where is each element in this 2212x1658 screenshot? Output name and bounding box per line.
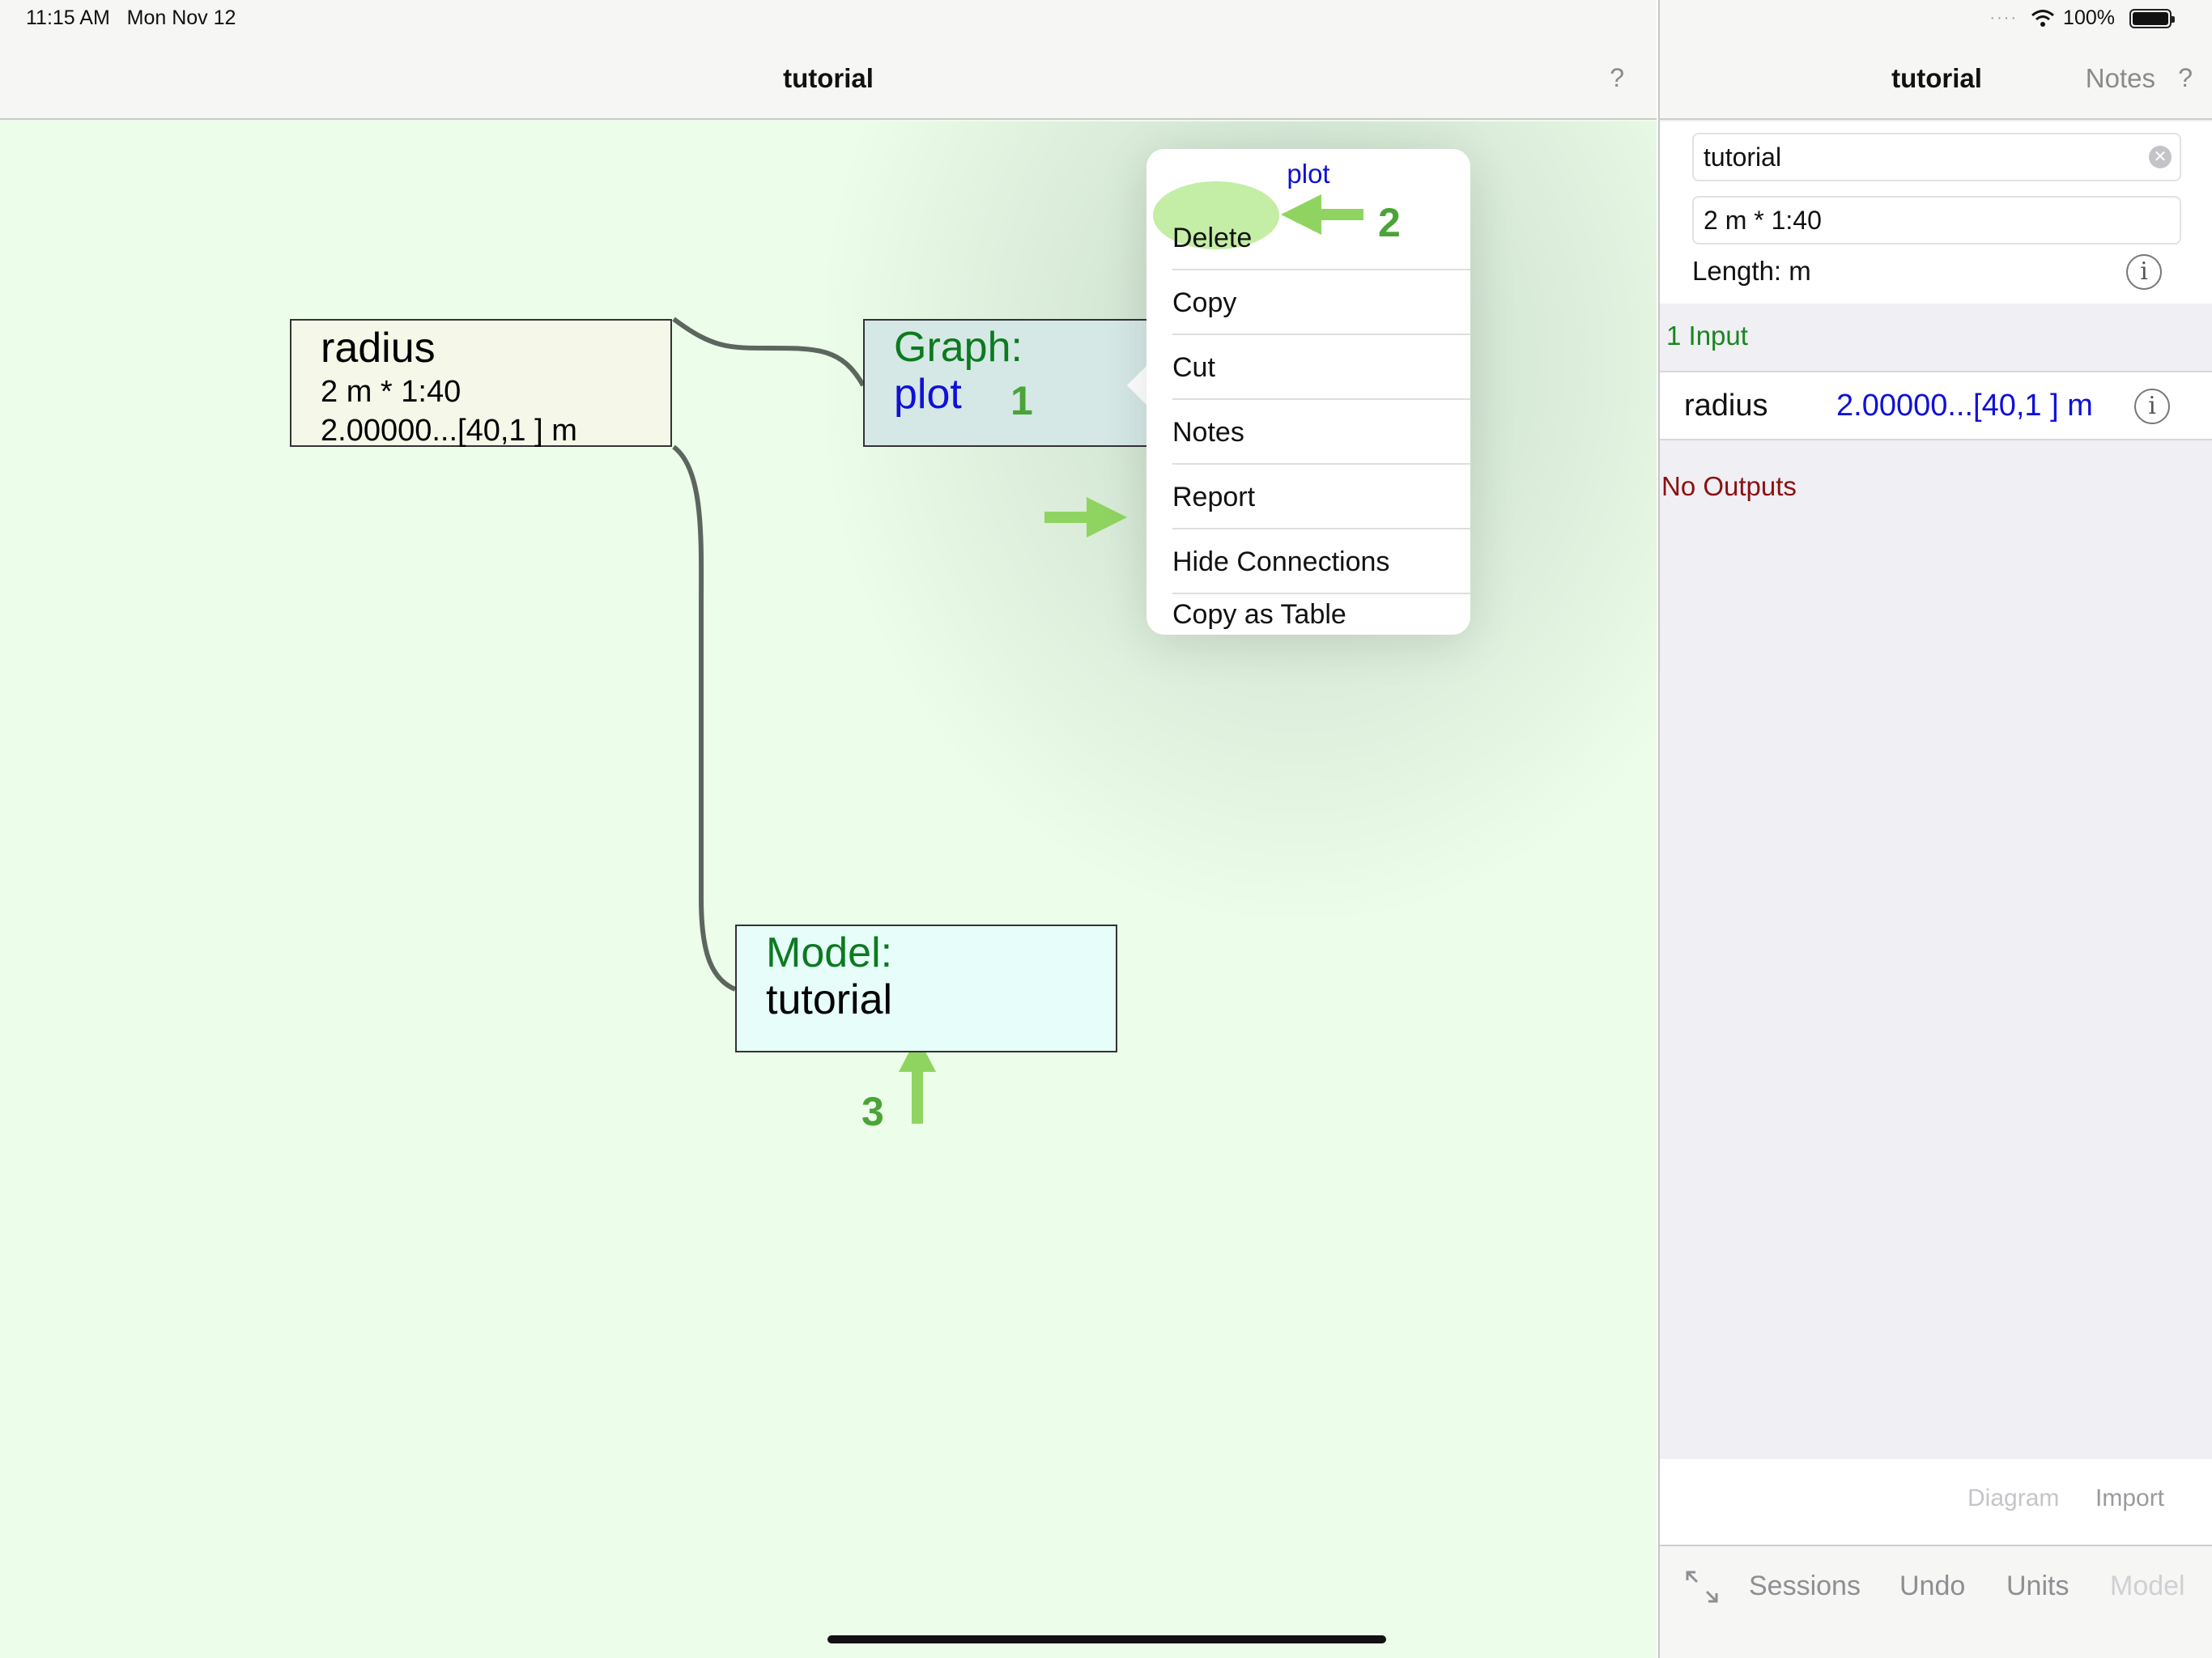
annotation-arrow-1 [1044,497,1127,538]
node-graph-plot[interactable]: Graph: plot [863,319,1155,447]
inspector-fields: tutorial ✕ 2 m * 1:40 Length: m i [1660,121,2212,304]
formula-field[interactable]: 2 m * 1:40 [1692,196,2181,244]
menu-item-cut[interactable]: Cut [1172,335,1470,400]
menu-item-report[interactable]: Report [1172,465,1470,529]
connections-layer [672,317,1127,1124]
info-icon[interactable]: i [2126,254,2162,290]
units-tab[interactable]: Units [2006,1571,2069,1601]
menu-item-copy-as-table[interactable]: Copy as Table [1172,599,1346,630]
inspector-help-button[interactable]: ? [2178,63,2193,92]
status-clock: 11:15 AM [26,6,110,29]
battery-icon [2129,8,2175,28]
signal-icon: ···· [1989,9,2018,27]
wifi-icon [2031,9,2055,27]
inputs-header: 1 Input [1666,321,1748,351]
inspector-nav-bar: tutorial Notes ? [1660,0,2212,120]
node-radius-name: radius [321,325,436,372]
popover-arrow [1127,364,1148,406]
connection-radius-graph [672,317,866,387]
status-time: 11:15 AM Mon Nov 12 [26,6,236,30]
formula-field-value: 2 m * 1:40 [1704,206,1822,235]
diagram-pane: tutorial ? radius 2 m * 1:40 2.00000...[… [0,0,1657,1658]
annotation-number-1: 1 [1010,378,1033,423]
no-outputs-label: No Outputs [1661,471,1797,501]
diagram-nav-bar: tutorial ? [0,0,1657,120]
bottom-toolbar: Sessions Undo Units Model [1660,1545,2212,1658]
context-menu-title: plot [1287,159,1330,189]
inspector-title: tutorial [1891,63,1982,93]
undo-tab[interactable]: Undo [1899,1571,1966,1601]
annotation-arrow-2 [1281,194,1363,235]
connection-radius-model [672,444,737,992]
node-graph-type: Graph: [894,324,1023,371]
battery-percent: 100% [2063,6,2115,29]
node-model-name: tutorial [766,976,893,1023]
node-radius-formula: 2 m * 1:40 [321,375,462,409]
status-date: Mon Nov 12 [126,6,236,29]
status-bar: 11:15 AM Mon Nov 12 ···· 100% [0,0,2212,39]
menu-item-notes[interactable]: Notes [1172,400,1470,465]
import-button[interactable]: Import [2095,1485,2165,1511]
node-model-type: Model: [766,929,893,976]
menu-item-copy[interactable]: Copy [1172,270,1470,335]
notes-button[interactable]: Notes [2085,63,2155,93]
sessions-tab[interactable]: Sessions [1749,1571,1861,1601]
annotation-number-3: 3 [861,1089,884,1134]
inspector-action-bar: Diagram Import [1660,1459,2212,1545]
length-unit-label: Length: m [1692,256,1811,286]
node-graph-name: plot [894,371,962,418]
clear-icon[interactable]: ✕ [2149,146,2172,168]
input-info-icon[interactable]: i [2134,389,2170,424]
status-right: ···· 100% [1989,6,2175,30]
node-radius[interactable]: radius 2 m * 1:40 2.00000...[40,1 ] m [290,319,672,448]
diagram-canvas[interactable]: radius 2 m * 1:40 2.00000...[40,1 ] m Gr… [0,121,1657,1658]
input-value: 2.00000...[40,1 ] m [1836,389,2093,423]
diagram-button[interactable]: Diagram [1967,1485,2060,1511]
annotation-number-2: 2 [1378,200,1401,245]
context-menu: plot Delete Copy Cut Notes Report Hide C… [1146,149,1470,635]
expand-icon[interactable] [1684,1569,1720,1605]
menu-item-delete[interactable]: Delete [1172,206,1470,270]
diagram-help-button[interactable]: ? [1610,63,1624,92]
delete-highlight [1153,181,1279,249]
name-field-value: tutorial [1704,142,1782,172]
input-name: radius [1684,389,1768,423]
node-radius-value: 2.00000...[40,1 ] m [321,414,577,448]
annotation-arrow-3 [899,1036,936,1124]
name-field[interactable]: tutorial ✕ [1692,133,2181,181]
menu-item-hide-connections[interactable]: Hide Connections [1172,529,1470,594]
diagram-title: tutorial [783,63,874,93]
model-tab[interactable]: Model [2110,1571,2185,1601]
inspector-pane: tutorial Notes ? tutorial ✕ 2 m * 1:40 L… [1658,0,2212,1658]
home-indicator[interactable] [827,1635,1386,1643]
input-row-radius[interactable]: radius 2.00000...[40,1 ] m i [1660,371,2212,440]
node-model-tutorial[interactable]: Model: tutorial [735,925,1117,1052]
